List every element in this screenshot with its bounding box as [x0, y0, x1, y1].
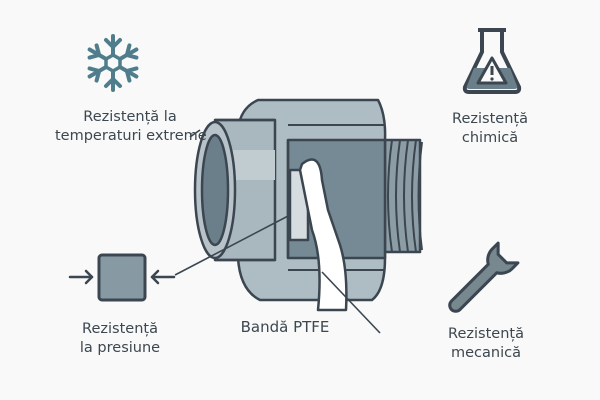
label-line: mecanică [451, 345, 521, 361]
label-chemical: Rezistență chimică [440, 110, 540, 148]
label-line: Rezistență [82, 321, 158, 337]
label-line: temperaturi extreme [55, 128, 207, 144]
label-line: chimică [461, 130, 519, 146]
label-line: Rezistență [452, 111, 528, 127]
label-line: Rezistență [448, 326, 524, 342]
label-mechanical: Rezistență mecanică [436, 325, 536, 363]
pipe-fitting [193, 98, 423, 312]
label-line: la presiune [79, 340, 161, 356]
label-temperature: Rezistență la temperaturi extreme [55, 108, 207, 146]
wrench-icon [448, 241, 520, 313]
label-pressure: Rezistență la presiune [70, 320, 170, 358]
label-line: Rezistență la [83, 109, 177, 125]
label-ptfe-tape: Bandă PTFE [240, 318, 330, 336]
leader-lines [174, 129, 381, 334]
flask-warning-icon [462, 28, 522, 94]
snowflake-icon [84, 34, 142, 92]
pressure-square-icon [68, 253, 176, 302]
